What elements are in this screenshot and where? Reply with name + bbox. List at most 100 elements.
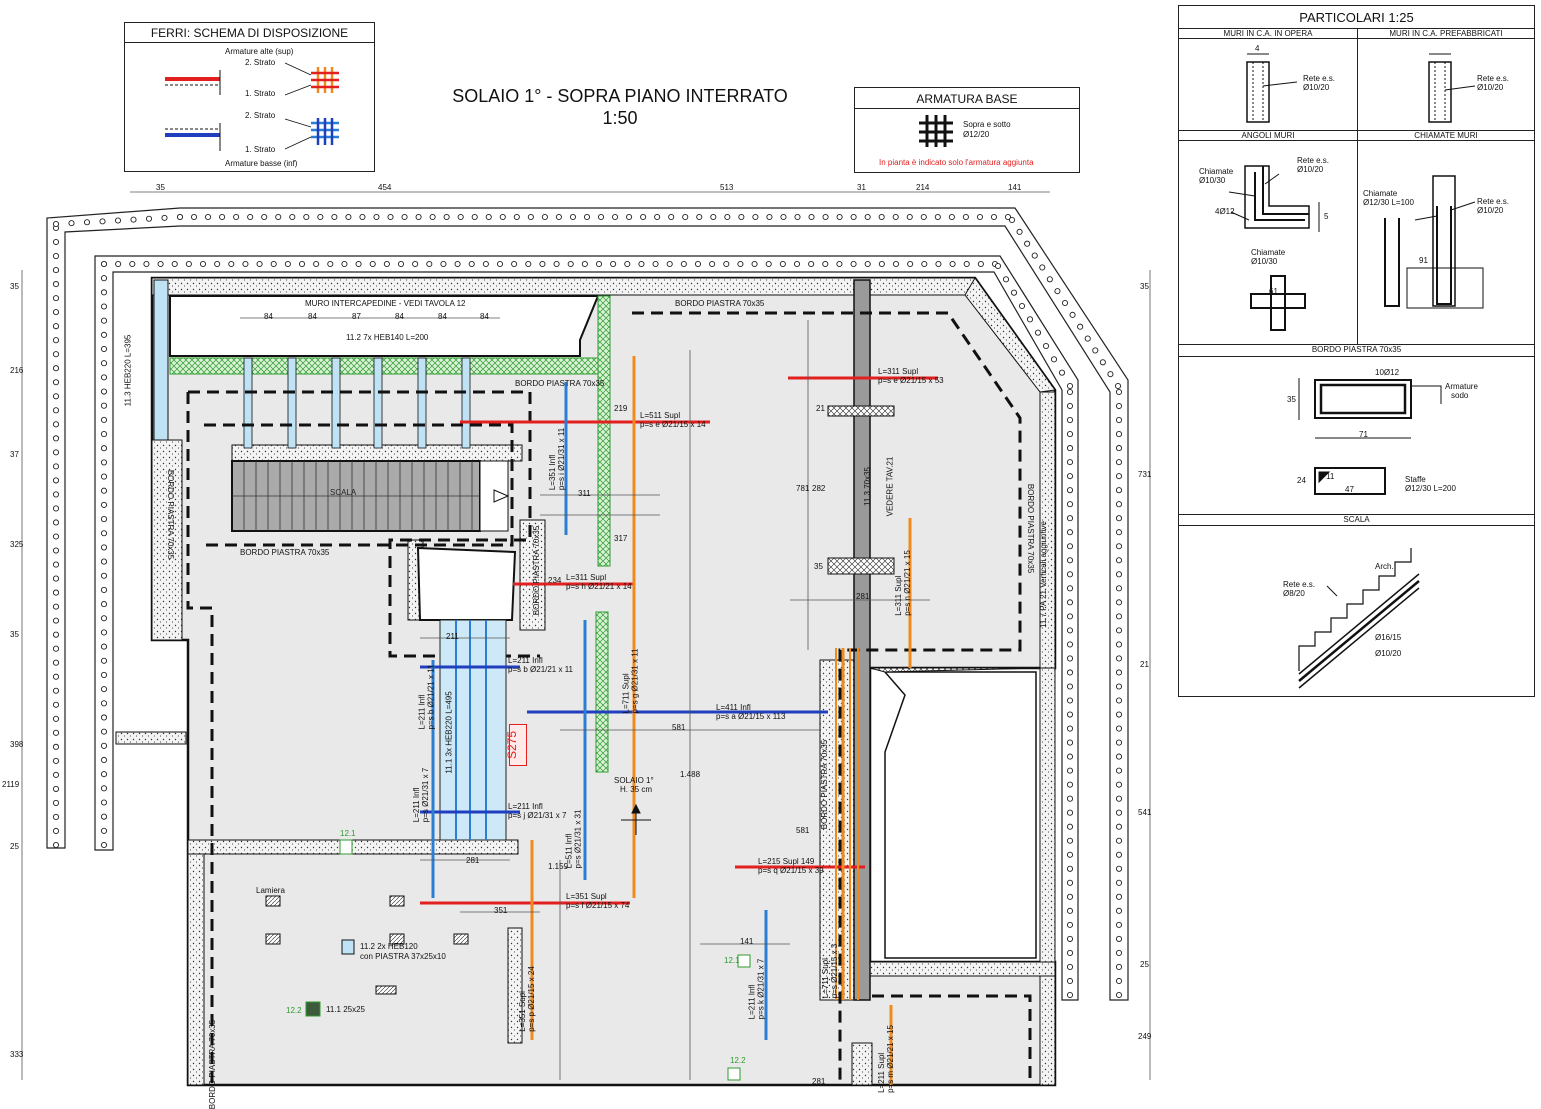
pile (52, 715, 60, 722)
pile (1115, 991, 1123, 999)
pile (1066, 627, 1074, 634)
dim-left-2: 37 (10, 450, 19, 459)
pile (1066, 599, 1074, 606)
pile (1010, 289, 1018, 296)
pile (52, 589, 60, 596)
rete-label-scala: Rete e.s. (1283, 580, 1316, 589)
pile (624, 260, 631, 268)
pile (1115, 907, 1123, 914)
pile (1077, 323, 1084, 330)
muri-opera-title: MURI IN C.A. IN OPERA (1223, 29, 1313, 38)
rebar-spec: p=s Ø21/31 x 31 (573, 809, 583, 869)
void-right (883, 671, 1037, 959)
pile (610, 260, 617, 268)
pile (1115, 935, 1123, 942)
pile (1069, 311, 1076, 318)
dim-right-2: 21 (1140, 660, 1149, 669)
intercapedine-wall (169, 295, 600, 357)
pile (100, 671, 108, 679)
pile (666, 260, 673, 268)
pile (751, 260, 758, 268)
pile (1066, 501, 1074, 508)
pile (1115, 431, 1123, 438)
heb140-beam (461, 357, 471, 449)
rebar-spec: p=s Ø21/31 x 7 (421, 767, 431, 823)
pile (1066, 823, 1074, 830)
pile (176, 213, 184, 221)
ferri-layer2-bottom: 2. Strato (245, 111, 276, 120)
pile (1115, 487, 1123, 494)
pile (401, 213, 408, 221)
pile (443, 213, 450, 221)
ferri-bottom-label: Armature basse (inf) (225, 159, 298, 168)
dim-21: 21 (816, 404, 825, 413)
pile (1066, 809, 1074, 816)
pile (597, 213, 605, 221)
pile (1115, 571, 1123, 578)
pile (52, 813, 60, 821)
pile (496, 260, 504, 268)
beam-vert-left (153, 279, 169, 441)
scala-bar1: Ø16/15 (1375, 633, 1402, 642)
rebar-spec: p=s n Ø21/21 x 15 (902, 550, 912, 616)
pile (1066, 515, 1074, 522)
pile (52, 295, 60, 302)
rete-val-2: Ø10/20 (1477, 83, 1504, 92)
four-phi12-label: 4Ø12 (1215, 207, 1235, 216)
bordo-label-mid: BORDO PIASTRA 70x35 (515, 379, 605, 388)
drawing-title: SOLAIO 1° - SOPRA PIANO INTERRATO (452, 86, 788, 106)
pile (52, 687, 60, 694)
rebar-spec: p=s b Ø21/21 x 11 (426, 664, 436, 730)
pile (640, 213, 647, 221)
pile (100, 501, 108, 508)
bordo-vert-left: BORDO PIASTRA 70x35 (166, 469, 176, 560)
pile (52, 393, 60, 400)
pile (100, 714, 108, 721)
scala-bar2: Ø10/20 (1375, 649, 1402, 658)
pile (100, 771, 108, 778)
pile (1115, 921, 1123, 928)
pile (317, 213, 324, 221)
pile (1115, 823, 1123, 830)
pile (864, 213, 871, 221)
pile (52, 365, 60, 372)
dim-84-d: 84 (438, 312, 447, 321)
pile (1115, 641, 1123, 648)
particolari-drawings (1228, 53, 1484, 689)
bordo-bars-label: 10Ø12 (1375, 368, 1400, 377)
rebar-length: L=311 Supl (878, 367, 919, 376)
pile (724, 213, 731, 221)
pile (1066, 921, 1074, 928)
rebar-length: L=351 Supl (517, 991, 527, 1032)
pile (429, 213, 436, 221)
pile (793, 260, 801, 268)
scala-label: SCALA (330, 488, 357, 497)
solaio-label: SOLAIO 1° (614, 776, 654, 785)
pile (100, 416, 108, 423)
rebar-length: L=411 Infl (716, 703, 751, 712)
pile (100, 785, 108, 792)
armatura-base-note: In pianta è indicato solo l'armatura agg… (879, 158, 1034, 167)
tag-121-a: 12.1 (340, 829, 356, 838)
pile (256, 260, 263, 268)
pile (52, 547, 60, 554)
pile (892, 213, 899, 221)
dim-left-1: 216 (10, 366, 24, 375)
pile (906, 213, 913, 221)
rete-val-4: Ø10/20 (1477, 206, 1504, 215)
pile (100, 303, 108, 310)
rebar-spec: p=s i Ø21/31 x 11 (557, 427, 567, 491)
pile (199, 260, 207, 268)
pile (1115, 795, 1123, 802)
pile (171, 260, 178, 268)
pile (100, 345, 108, 353)
pile (977, 260, 984, 268)
pile (100, 572, 108, 579)
pile (100, 374, 108, 381)
pile (1066, 907, 1074, 914)
pile (100, 289, 108, 296)
dim-91: 91 (1419, 256, 1428, 265)
pile (990, 213, 998, 221)
